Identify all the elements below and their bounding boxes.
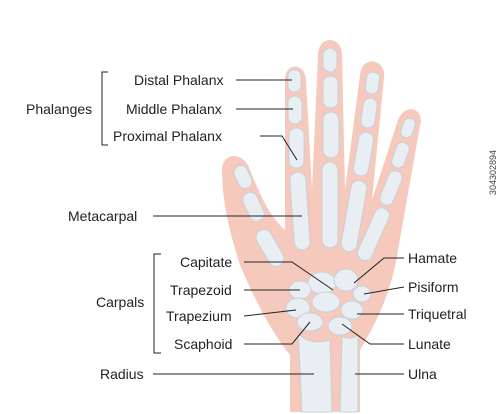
trapezoid-label: Trapezoid [170,282,232,298]
middle-phalanx-label: Middle Phalanx [126,101,222,117]
capitate-line [244,261,334,291]
proximal-phalanx-line [260,135,298,161]
phalanges-bracket [101,71,108,146]
pisiform-label: Pisiform [408,279,459,295]
carpals-bracket [153,253,161,354]
capitate-label: Capitate [180,254,233,270]
watermark-id: 304302894 [488,150,498,196]
proximal-phalanx-label: Proximal Phalanx [113,128,222,144]
trapezium-label: Trapezium [166,308,232,324]
scaphoid-line [244,321,311,345]
metacarpal-label: Metacarpal [68,208,138,224]
trapezium-line [243,309,297,317]
scaphoid-label: Scaphoid [174,336,233,352]
triquetral-label: Triquetral [408,306,467,322]
leader-lines [101,71,405,375]
hand-silhouette [222,40,421,412]
hamate-label: Hamate [408,250,458,266]
radius-label: Radius [100,366,144,382]
phalanges-label: Phalanges [26,101,93,117]
distal-phalanx-label: Distal Phalanx [134,72,224,88]
lunate-label: Lunate [408,336,451,352]
hamate-line [353,257,404,284]
lunate-line [341,323,404,345]
ulna-label: Ulna [408,366,437,382]
carpals-label: Carpals [96,294,145,310]
pisiform-line [363,286,405,295]
